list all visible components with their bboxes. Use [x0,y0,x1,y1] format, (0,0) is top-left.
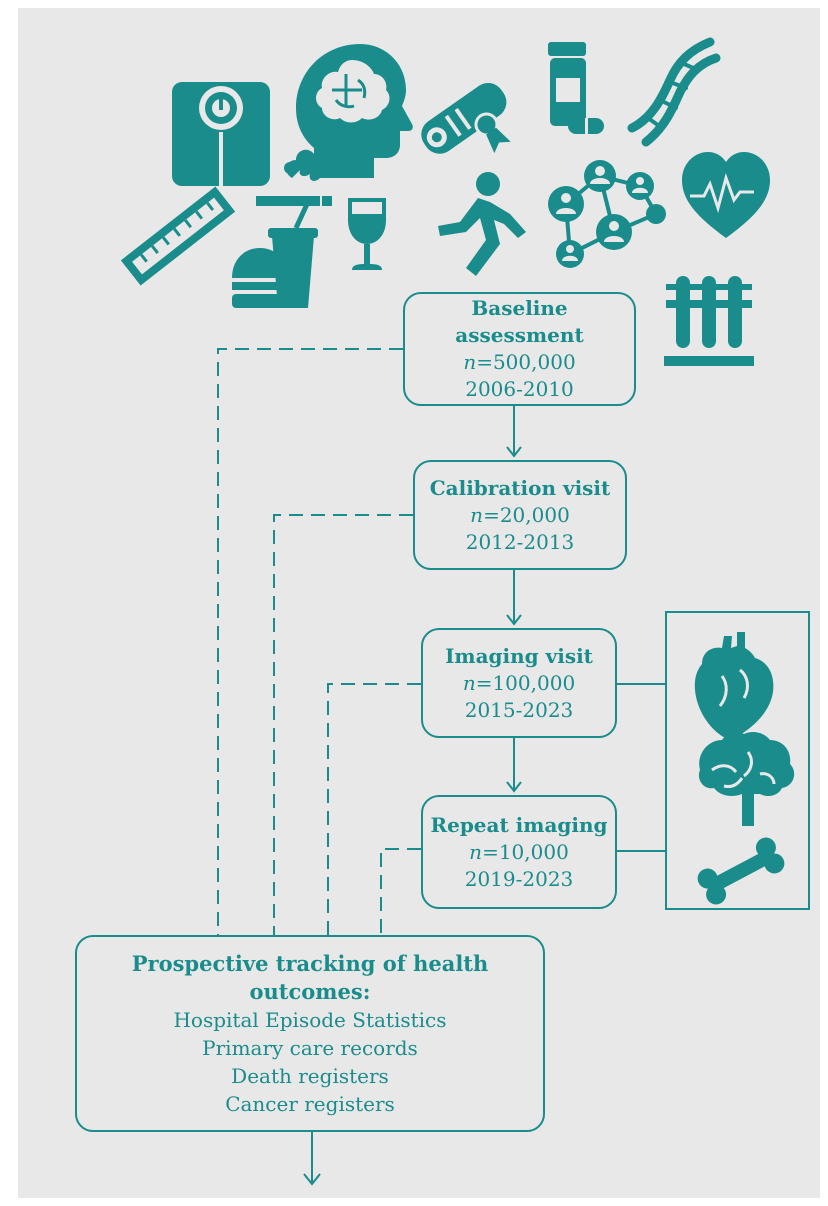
cigarette-icon [256,149,332,206]
stage-years: 2019-2023 [464,866,574,891]
arrowhead-3 [506,781,522,793]
running-person-icon [438,172,526,276]
stage-sample-size: n=100,000 [462,670,576,695]
calibration-visit-box: Calibration visit n=20,000 2012-2013 [413,460,627,570]
dna-icon [627,37,721,147]
heart-organ-icon [694,632,774,740]
stage-years: 2015-2023 [464,697,574,722]
stage-title: Imaging visit [445,643,593,668]
health-outcomes-tracking-box: Prospective tracking of health outcomes:… [75,935,545,1132]
bone-icon [697,837,785,905]
brain-organ-icon [698,732,795,826]
weighing-scale-icon [172,82,270,186]
arrowhead-1 [506,446,522,458]
tracking-item: Cancer registers [225,1091,395,1116]
imaging-visit-box: Imaging visit n=100,000 2015-2023 [421,628,617,738]
dashed-connector-repeat [380,848,421,935]
stage-sample-size: n=10,000 [469,839,569,864]
medicine-bottle-icon [548,42,604,134]
arrowhead-2 [506,614,522,626]
tracking-item: Hospital Episode Statistics [173,1007,447,1032]
ruler-icon [120,186,236,286]
dashed-connector-calibration [273,514,413,935]
arrowhead-4 [303,1173,321,1186]
stage-title: Baseline assessment [455,296,584,347]
dashed-connector-baseline [217,348,403,935]
brain-head-icon [296,44,413,178]
repeat-imaging-box: Repeat imaging n=10,000 2019-2023 [421,795,617,909]
tracking-item: Death registers [231,1063,389,1088]
dashed-connector-imaging [327,683,421,935]
tracking-item: Primary care records [202,1035,418,1060]
baseline-assessment-box: Baseline assessment n=500,000 2006-2010 [403,292,636,406]
stage-title: Repeat imaging [430,812,608,837]
wine-glass-icon [348,198,386,270]
tracking-title: Prospective tracking of health outcomes: [131,950,489,1004]
imaging-modalities-panel [665,611,810,910]
stage-sample-size: n=20,000 [470,502,570,527]
stage-years: 2012-2013 [465,529,575,554]
stage-sample-size: n=500,000 [463,350,576,374]
fast-food-icon [232,200,318,308]
social-network-icon [548,160,666,268]
stage-years: 2006-2010 [465,377,574,401]
stage-title: Calibration visit [429,475,611,500]
heart-rate-icon [682,152,770,238]
diploma-icon [421,82,511,154]
test-tubes-icon [664,276,754,366]
